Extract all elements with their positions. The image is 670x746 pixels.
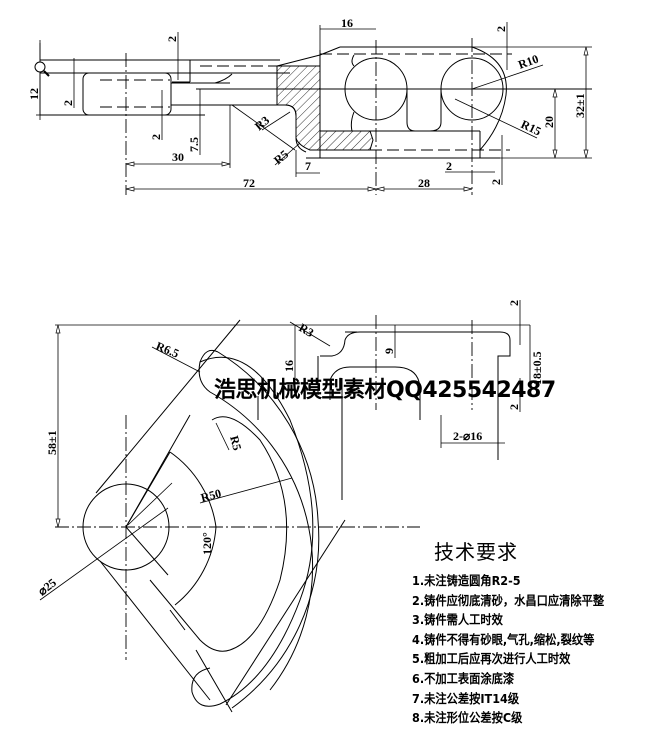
dim-7-5: 7.5 [187, 137, 201, 152]
dim-58: 58±1 [45, 430, 59, 455]
dim-r10: R10 [516, 52, 540, 72]
dim-28: 28 [418, 176, 430, 190]
dim-2-left: 2 [61, 100, 75, 106]
dim-7: 7 [305, 159, 311, 173]
dim-r6-5: R6.5 [154, 339, 181, 361]
dim-2-bottom-lower: 2 [507, 404, 521, 410]
requirement-item: 2.铸件应彻底清砂，水昌口应清除平整 [412, 592, 605, 608]
requirement-item: 1.未注铸造圆角R2-5 [412, 573, 521, 588]
technical-requirements-title: 技术要求 [434, 540, 518, 564]
dim-r3: R3 [252, 113, 272, 133]
requirement-item: 8.未注形位公差按C级 [412, 710, 523, 726]
section-hatch [276, 65, 374, 151]
technical-requirements: 技术要求 1.未注铸造圆角R2-5 2.铸件应彻底清砂，水昌口应清除平整 3.铸… [412, 536, 625, 728]
dim-20: 20 [542, 116, 556, 128]
dim-2-top-lower: 2 [507, 300, 521, 306]
dim-30: 30 [172, 150, 184, 164]
dim-dia-25: ⌀25 [35, 575, 59, 598]
requirement-item: 3.铸件需人工时效 [412, 612, 503, 628]
requirement-item: 4.铸件不得有砂眼,气孔,缩松,裂纹等 [412, 631, 595, 647]
dim-12: 12 [27, 88, 41, 100]
dim-32: 32±1 [573, 93, 587, 118]
dim-120-deg: 120° [200, 532, 214, 555]
requirement-item: 7.未注公差按IT14级 [412, 690, 520, 706]
dim-9: 9 [382, 348, 396, 354]
dim-r5: R5 [271, 147, 291, 167]
dim-18: 18±0.5 [530, 351, 544, 385]
hub-circle [82, 483, 170, 571]
dim-2-top-left: 2 [165, 36, 179, 42]
bottom-view: 16 9 2 18±0.5 2 2-⌀16 R3 58±1 [35, 300, 544, 713]
dim-2-lower: 2 [149, 134, 163, 140]
dim-2-top-right: 2 [494, 26, 508, 32]
top-view: 16 2 2 12 2 2 7.5 30 72 28 [27, 16, 592, 195]
requirement-item: 6.不加工表面涂底漆 [412, 670, 515, 686]
dim-r5-lower: R5 [227, 434, 244, 452]
dim-r50: R50 [199, 486, 223, 505]
dim-16-lower: 16 [282, 360, 296, 372]
dim-r15: R15 [519, 117, 544, 138]
dim-r3-lower: R3 [297, 320, 317, 339]
dim-72: 72 [243, 176, 255, 190]
dim-2-bottom-right: 2 [489, 179, 503, 185]
dim-2-phi16: 2-⌀16 [453, 429, 482, 443]
dim-16: 16 [341, 16, 353, 30]
watermark: 浩思机械模型素材QQ425542487 [214, 378, 556, 403]
magnifier-icon [34, 61, 46, 73]
left-slot [82, 72, 172, 116]
dim-2-bottom: 2 [446, 159, 452, 173]
requirement-item: 5.粗加工后应再次进行人工时效 [412, 651, 571, 667]
